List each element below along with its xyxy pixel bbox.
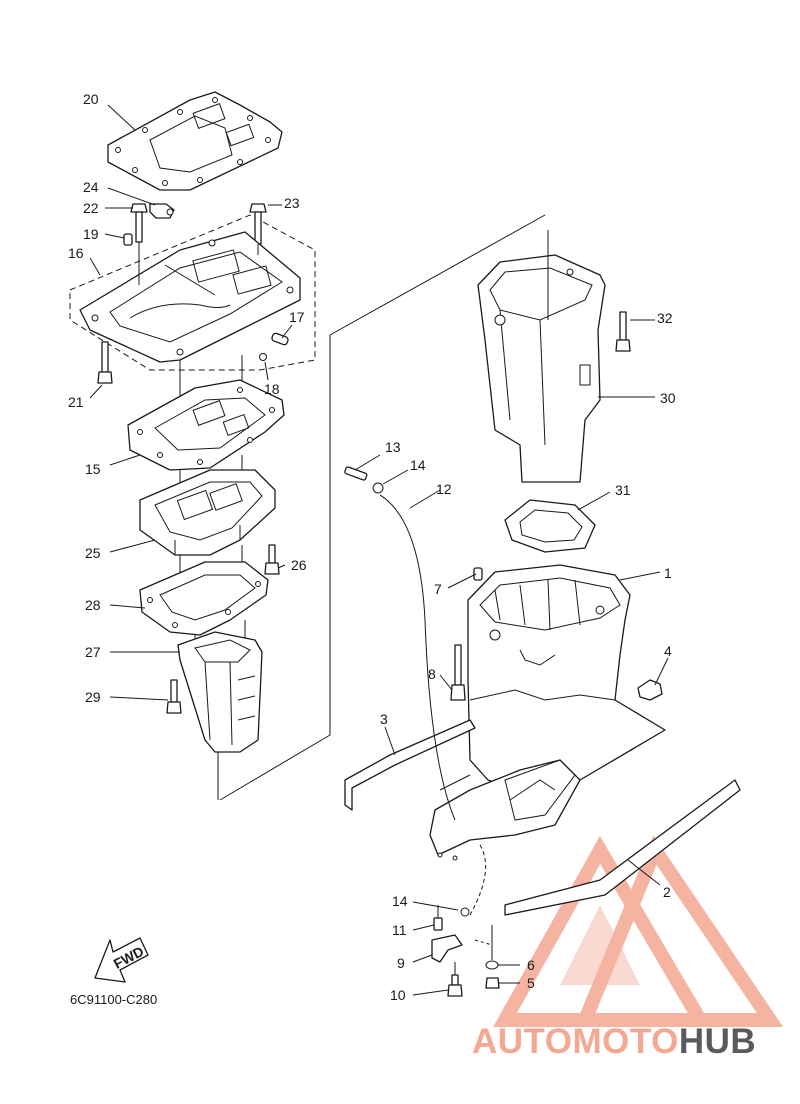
callout-17: 17 <box>289 309 305 325</box>
watermark: AUTOMOTOHUB <box>472 835 784 1061</box>
callout-20: 20 <box>83 91 99 107</box>
part-1-main-casing[interactable] <box>429 564 666 861</box>
watermark-text-primary: AUTOMOTO <box>472 1022 679 1061</box>
part-6-washer[interactable] <box>485 960 499 970</box>
callout-3: 3 <box>380 711 388 727</box>
callout-11: 11 <box>392 922 407 938</box>
callout-6: 6 <box>527 957 535 973</box>
part-14-clip-upper[interactable] <box>372 482 384 494</box>
callout-13: 13 <box>385 439 401 455</box>
part-2-rubber-strip[interactable] <box>504 779 741 916</box>
callout-14-upper: 14 <box>410 457 426 473</box>
callout-1: 1 <box>664 565 672 581</box>
fwd-direction-indicator: FWD <box>94 937 149 983</box>
part-5-bolt[interactable] <box>485 977 500 989</box>
part-9-water-inlet[interactable] <box>431 934 463 963</box>
part-21-bolt[interactable] <box>97 341 113 384</box>
part-31-seal[interactable] <box>504 499 596 553</box>
part-10-bolt[interactable] <box>447 974 463 997</box>
part-22-bolt[interactable] <box>130 203 148 243</box>
callout-32: 32 <box>657 310 673 326</box>
part-32-bolt[interactable] <box>615 311 631 352</box>
part-25-adapter-plate[interactable] <box>139 469 276 556</box>
part-7-dowel-pin[interactable] <box>473 567 483 581</box>
part-4-grommet[interactable] <box>637 679 663 701</box>
part-3-rubber-strip[interactable] <box>344 719 476 811</box>
callout-24: 24 <box>83 179 99 195</box>
callout-4: 4 <box>664 643 672 659</box>
part-11-bolt[interactable] <box>433 917 443 931</box>
callout-14-lower: 14 <box>392 893 408 909</box>
part-13-fitting[interactable] <box>344 466 368 481</box>
leader-lines <box>89 104 669 996</box>
part-24-elbow-fitting[interactable] <box>149 203 175 219</box>
callout-10: 10 <box>390 987 406 1003</box>
callout-16: 16 <box>68 245 84 261</box>
watermark-logo-icon <box>493 835 784 1027</box>
callout-25: 25 <box>85 545 101 561</box>
callout-12: 12 <box>436 481 452 497</box>
part-26-bolt[interactable] <box>264 544 280 575</box>
assembly-boundary-upper <box>69 214 316 371</box>
callout-15: 15 <box>85 461 101 477</box>
callout-27: 27 <box>85 644 101 660</box>
callout-29: 29 <box>85 689 101 705</box>
callout-7: 7 <box>434 581 442 597</box>
fwd-arrow-icon <box>94 937 149 983</box>
callout-31: 31 <box>615 482 631 498</box>
part-12-hose[interactable] <box>379 494 487 916</box>
callout-26: 26 <box>291 557 307 573</box>
part-15-gasket[interactable] <box>127 379 285 471</box>
callout-28: 28 <box>85 597 101 613</box>
part-28-gasket[interactable] <box>139 561 269 636</box>
callout-18: 18 <box>264 381 280 397</box>
part-30-upper-casing[interactable] <box>477 230 606 483</box>
watermark-text-secondary: HUB <box>679 1022 756 1061</box>
callout-23: 23 <box>284 195 300 211</box>
assembly-boundary-main <box>219 214 546 801</box>
part-27-exhaust-guide[interactable] <box>177 631 263 753</box>
part-14-clip-lower[interactable] <box>460 907 470 917</box>
part-18-clip[interactable] <box>259 353 267 361</box>
callout-21: 21 <box>68 394 84 410</box>
callout-8: 8 <box>428 666 436 682</box>
callout-2: 2 <box>663 884 671 900</box>
part-8-stud-bolt[interactable] <box>450 644 466 701</box>
callout-5: 5 <box>527 975 535 991</box>
callouts: 20 24 22 19 16 23 17 18 21 15 25 26 28 2… <box>68 91 676 1003</box>
callout-19: 19 <box>83 226 99 242</box>
part-17-fitting[interactable] <box>271 332 289 346</box>
diagram-code: 6C91100-C280 <box>70 992 157 1007</box>
assembly-lines-lower <box>437 905 493 975</box>
part-20-gasket[interactable] <box>107 91 283 191</box>
part-19-dowel-pin[interactable] <box>123 233 133 246</box>
part-29-bolt[interactable] <box>166 679 182 714</box>
callout-9: 9 <box>397 955 405 971</box>
callout-30: 30 <box>660 390 676 406</box>
watermark-text: AUTOMOTOHUB <box>472 1022 756 1061</box>
callout-22: 22 <box>83 200 99 216</box>
part-16-upper-plate[interactable] <box>79 231 301 363</box>
